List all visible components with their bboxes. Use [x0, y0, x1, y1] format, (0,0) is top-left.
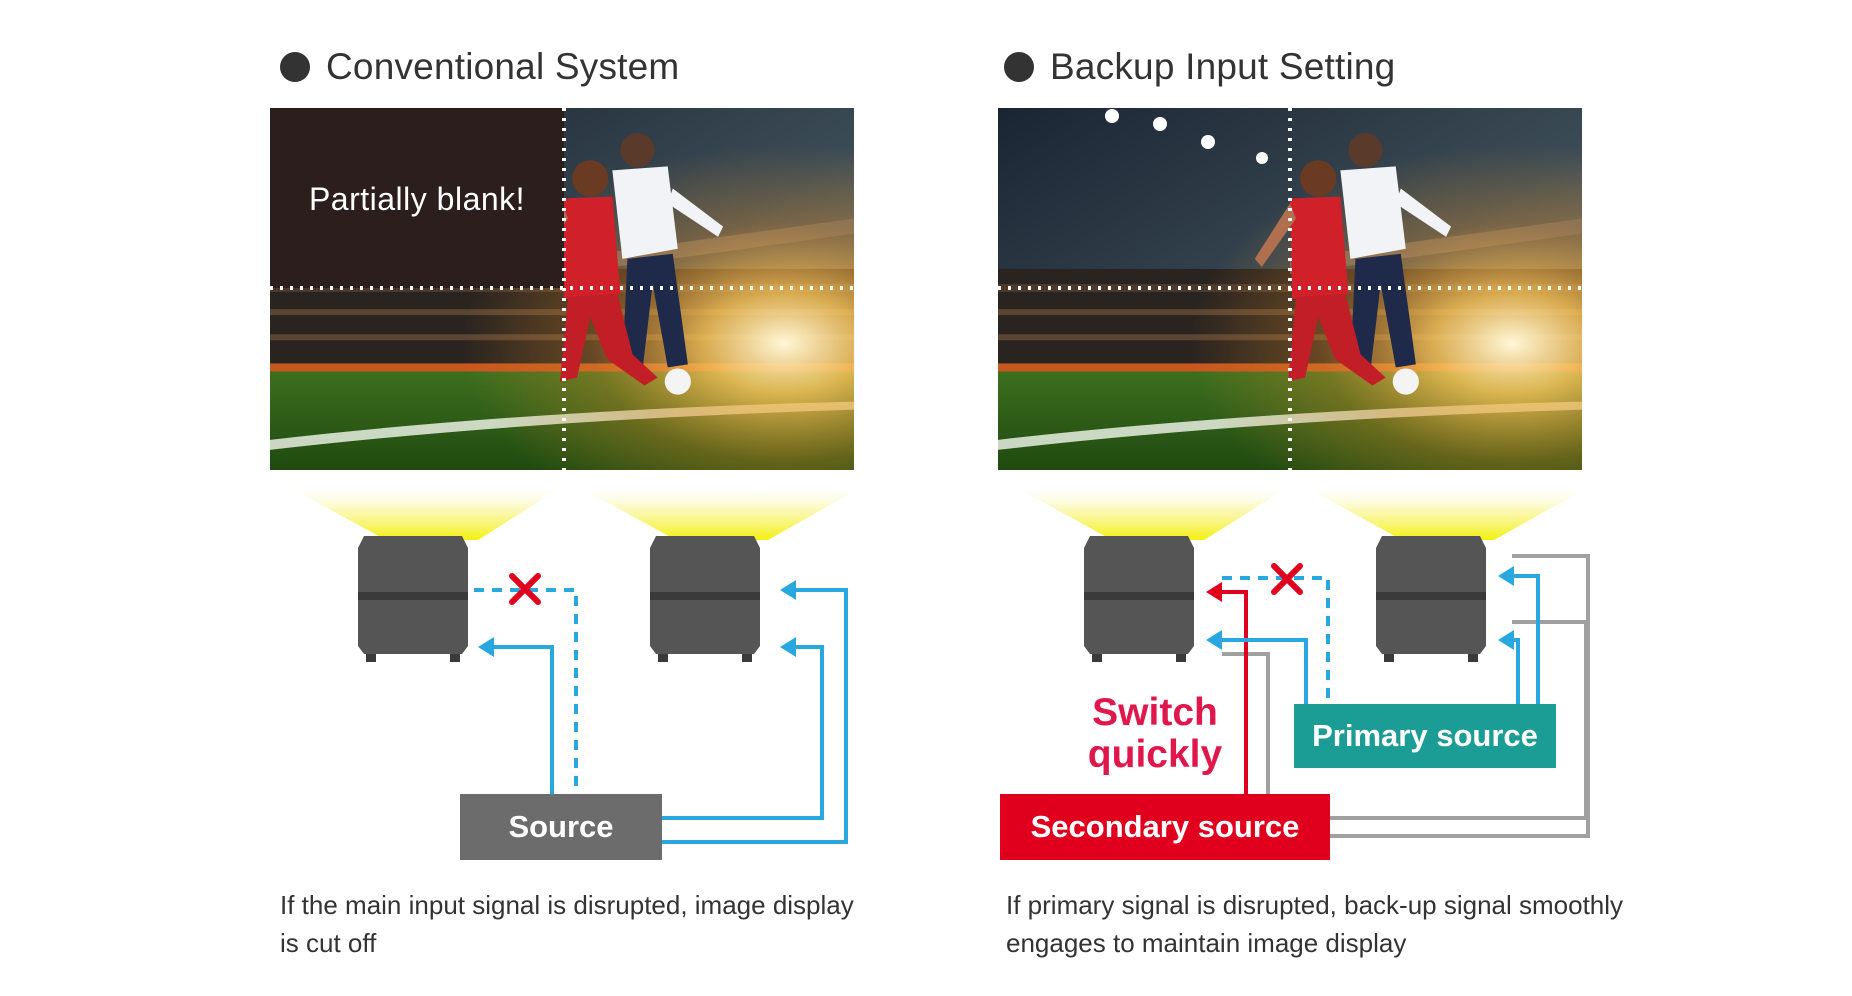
right-projector-2	[1376, 536, 1486, 662]
secondary-source-label: Secondary source	[1030, 809, 1300, 844]
left-caption-line-2: is cut off	[280, 928, 377, 958]
left-screen	[270, 108, 854, 470]
left-projector-2	[650, 536, 760, 662]
left-projector-1	[358, 536, 468, 662]
bullet-icon	[1004, 52, 1034, 82]
right-signal-lines	[1206, 554, 1590, 838]
bullet-icon	[280, 52, 310, 82]
left-title-text: Conventional System	[326, 46, 680, 87]
right-projector-1	[1084, 536, 1194, 662]
right-screen	[998, 108, 1582, 470]
source-label: Source	[508, 809, 614, 844]
left-source-box	[460, 794, 662, 860]
switch-quickly-label: Switch quickly	[1060, 692, 1250, 776]
right-caption-line-2: engages to maintain image display	[1006, 928, 1407, 958]
switch-label-line-1: Switch	[1092, 691, 1218, 734]
switch-label-line-2: quickly	[1087, 733, 1223, 776]
right-light-beams	[1012, 485, 1592, 540]
left-caption-line-1: If the main input signal is disrupted, i…	[280, 890, 854, 920]
left-disconnect-x-icon	[509, 573, 541, 605]
primary-source-box	[1294, 704, 1556, 768]
left-signal-lines	[474, 580, 848, 844]
blank-quadrant	[270, 108, 564, 288]
right-panel-title: Backup Input Setting	[1004, 44, 1395, 90]
left-light-beams	[285, 485, 865, 540]
secondary-source-box	[1000, 794, 1330, 860]
left-caption: If the main input signal is disrupted, i…	[280, 886, 960, 962]
right-caption: If primary signal is disrupted, back-up …	[1006, 886, 1686, 962]
left-panel-title: Conventional System	[280, 44, 679, 90]
right-disconnect-x-icon	[1271, 563, 1303, 595]
primary-source-label: Primary source	[1312, 718, 1538, 753]
partially-blank-label: Partially blank!	[308, 180, 526, 217]
right-caption-line-1: If primary signal is disrupted, back-up …	[1006, 890, 1624, 920]
right-title-text: Backup Input Setting	[1050, 46, 1396, 87]
